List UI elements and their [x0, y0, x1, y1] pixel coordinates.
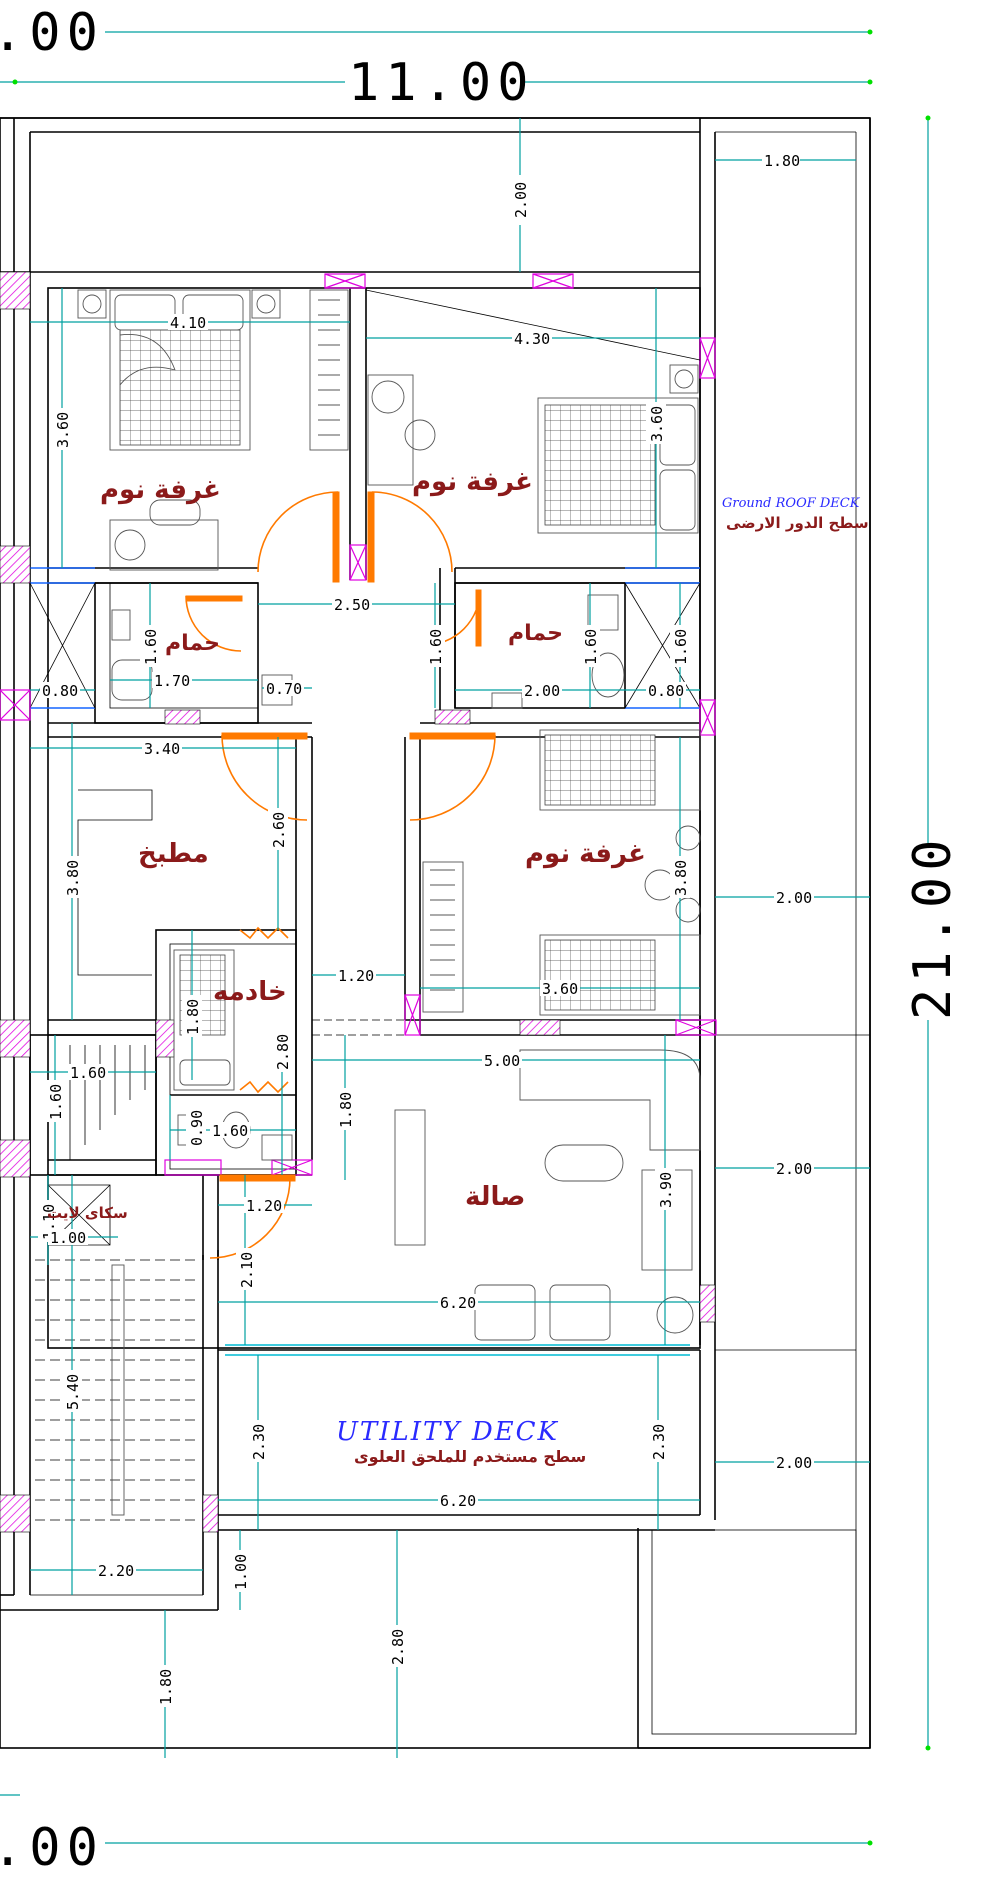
dimension-labels: 2.00 1.80 4.10 4.30 3.60 3.60 2.50 1.60 …: [38, 152, 814, 1707]
dim-3-60-l: 3.60: [54, 412, 72, 448]
dim-3-40: 3.40: [144, 740, 180, 758]
ground-roof-deck-arabic: سطح الدور الارضى: [726, 514, 869, 532]
area-labels: Ground ROOF DECK سطح الدور الارضى UTILIT…: [336, 496, 869, 1466]
dim-2-00-r2: 2.00: [776, 1160, 812, 1178]
dim-bottom-partial: .00: [0, 1818, 104, 1878]
dim-1-80-m: 1.80: [184, 999, 202, 1035]
doors: [185, 491, 496, 1259]
dim-3-90: 3.90: [657, 1172, 675, 1208]
dim-6-20-b: 6.20: [440, 1492, 476, 1510]
dim-0-70: 0.70: [266, 680, 302, 698]
dim-4-30: 4.30: [514, 330, 550, 348]
dim-0-80-r: 0.80: [648, 682, 684, 700]
dim-3-60-b: 3.60: [542, 980, 578, 998]
ground-roof-deck-label: Ground ROOF DECK: [722, 496, 861, 511]
dim-height: 21.00: [903, 833, 963, 1020]
dim-2-00-r1: 2.00: [776, 889, 812, 907]
dim-1-00: 1.00: [50, 1229, 86, 1247]
room-bath-left: حمام: [165, 631, 220, 656]
dim-2-50: 2.50: [334, 596, 370, 614]
dim-5-00: 5.00: [484, 1052, 520, 1070]
utility-deck-arabic: سطح مستخدم للملحق العلوى: [354, 1447, 586, 1466]
dim-1-60-stv: 1.60: [47, 1084, 65, 1120]
dim-2-30-l: 2.30: [250, 1424, 268, 1460]
dim-top-partial: .00: [0, 3, 104, 63]
dim-0-80-l: 0.80: [42, 682, 78, 700]
dim-2-80-m: 2.80: [274, 1034, 292, 1070]
dim-2-60: 2.60: [270, 812, 288, 848]
dim-1-60-mb: 1.60: [212, 1122, 248, 1140]
dim-1-00-v: 1.00: [232, 1554, 250, 1590]
dim-1-70: 1.70: [154, 672, 190, 690]
room-labels: غرفة نوم غرفة نوم غرفة نوم حمام حمام مطب…: [47, 467, 646, 1222]
dim-2-00-top: 2.00: [512, 182, 530, 218]
dim-2-20: 2.20: [98, 1562, 134, 1580]
room-bedroom-top-right: غرفة نوم: [412, 467, 533, 497]
dim-3-80-l: 3.80: [64, 860, 82, 896]
dim-width: 11.00: [348, 53, 535, 113]
dim-1-20-b: 1.20: [246, 1197, 282, 1215]
utility-deck-label: UTILITY DECK: [336, 1417, 559, 1447]
dim-1-80-b: 1.80: [157, 1669, 175, 1705]
room-bath-right: حمام: [508, 621, 563, 646]
dim-1-80-tr: 1.80: [764, 152, 800, 170]
room-bedroom-right: غرفة نوم: [525, 839, 646, 869]
columns: [0, 271, 717, 1533]
dim-2-30-r: 2.30: [650, 1424, 668, 1460]
dim-5-40: 5.40: [64, 1374, 82, 1410]
dim-1-80-v: 1.80: [337, 1092, 355, 1128]
dim-1-60-c: 1.60: [427, 629, 445, 665]
dim-1-60-rr: 1.60: [672, 629, 690, 665]
room-maid: خادمه: [213, 977, 287, 1007]
dim-1-60-st: 1.60: [70, 1064, 106, 1082]
dim-2-00-r3: 2.00: [776, 1454, 812, 1472]
dim-1-20-c: 1.20: [338, 967, 374, 985]
furniture: [35, 289, 701, 1521]
dim-1-60-bl: 1.60: [142, 629, 160, 665]
dim-6-20-a: 6.20: [440, 1294, 476, 1312]
dim-0-90: 0.90: [188, 1110, 206, 1146]
room-bedroom-top-left: غرفة نوم: [100, 475, 221, 505]
dim-4-10: 4.10: [170, 314, 206, 332]
dim-3-60-r: 3.60: [648, 406, 666, 442]
room-skylight: سكاى لايت: [47, 1204, 128, 1222]
room-kitchen: مطبخ: [138, 839, 209, 869]
dim-2-80-b: 2.80: [389, 1629, 407, 1665]
dim-1-60-br: 1.60: [582, 629, 600, 665]
overall-dimensions: .00 11.00 21.00 .00: [0, 3, 963, 1878]
dim-3-80-r: 3.80: [672, 860, 690, 896]
room-living: صالة: [465, 1182, 525, 1212]
dim-2-00-br: 2.00: [524, 682, 560, 700]
dim-2-10: 2.10: [238, 1252, 256, 1288]
